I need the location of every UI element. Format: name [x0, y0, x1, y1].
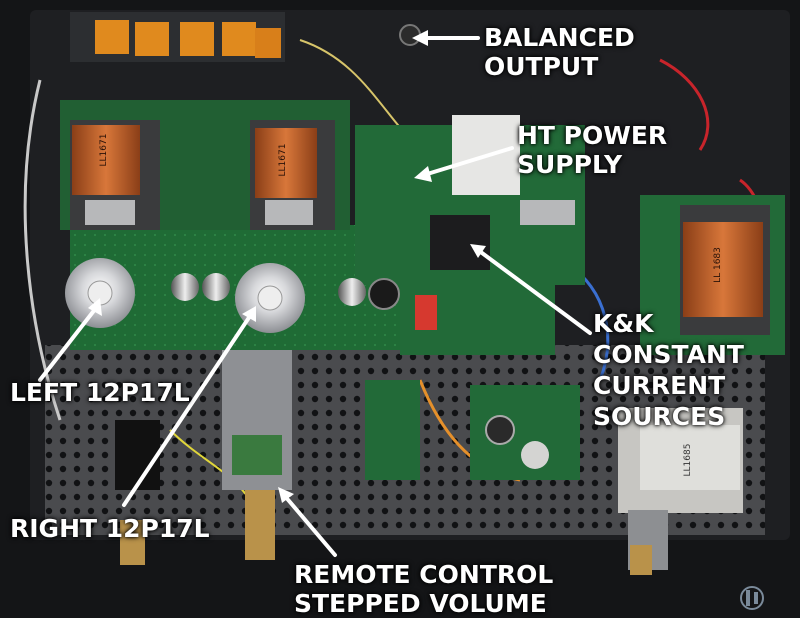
right-tube-arrow — [122, 314, 252, 507]
left-tube-label: LEFT 12P17L — [10, 378, 190, 407]
right-tube-label: RIGHT 12P17L — [10, 514, 210, 543]
remote-volume-label: REMOTE CONTROL STEPPED VOLUME — [294, 560, 554, 618]
relay — [180, 22, 214, 56]
middle-transformer — [255, 128, 317, 198]
capacitor — [171, 273, 199, 301]
wire — [23, 79, 62, 421]
watermark-logo — [740, 586, 764, 610]
capacitor — [202, 273, 230, 301]
balanced-output-label: BALANCED OUTPUT — [484, 23, 635, 81]
relay — [255, 28, 281, 58]
stepped-volume-arrow — [282, 493, 337, 557]
remote-control-board — [365, 380, 420, 480]
choke-text: LL1685 — [683, 444, 693, 477]
left-transformer-text: LL1671 — [99, 134, 109, 167]
capacitor — [338, 278, 366, 306]
ht-power-supply-arrow — [422, 146, 514, 177]
relay — [222, 22, 256, 56]
red-component — [415, 295, 437, 330]
left-tube-arrow — [38, 306, 98, 382]
right-transformer-text: LL 1683 — [713, 247, 723, 283]
capacitor — [368, 278, 400, 310]
kk-sources-arrow — [476, 248, 592, 335]
middle-transformer-text: LL1671 — [278, 144, 288, 177]
ht-power-supply-label: HT POWER SUPPLY — [517, 121, 668, 179]
volume-shaft — [245, 490, 275, 560]
heatsink — [430, 215, 490, 270]
left-transformer — [72, 125, 140, 195]
balanced-output-jack — [399, 24, 421, 46]
capacitor — [485, 415, 515, 445]
relay — [95, 20, 129, 54]
capacitor — [521, 441, 549, 469]
relay — [135, 22, 169, 56]
input-selector — [115, 420, 160, 490]
right-transformer — [683, 222, 763, 317]
kk-sources-label: K&K CONSTANT CURRENT SOURCES — [593, 309, 744, 431]
